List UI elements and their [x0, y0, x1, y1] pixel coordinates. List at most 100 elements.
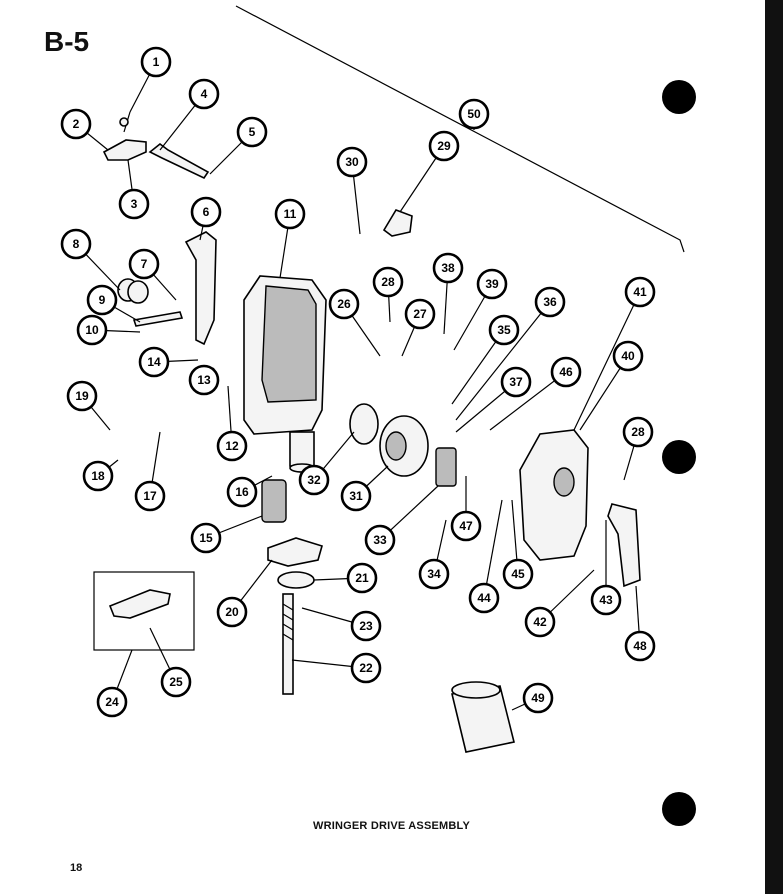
leader-line-41: [573, 291, 641, 431]
callout-24: 24: [96, 686, 128, 718]
callout-31: 31: [340, 480, 372, 512]
svg-text:32: 32: [307, 473, 321, 487]
svg-text:12: 12: [225, 439, 239, 453]
callout-28: 28: [622, 416, 654, 448]
assembly-group-line: [235, 5, 685, 253]
svg-text:28: 28: [631, 425, 645, 439]
part-8-bushing: [117, 278, 149, 304]
part-33-pinion: [435, 447, 457, 487]
callout-49: 49: [522, 682, 554, 714]
part-24-latch-inset: [93, 571, 195, 651]
svg-text:38: 38: [441, 261, 455, 275]
parts-layer: [93, 111, 641, 753]
frame-lines: [235, 5, 685, 253]
part-6-bracket: [184, 231, 217, 346]
svg-text:22: 22: [359, 661, 373, 675]
callout-21: 21: [346, 562, 378, 594]
callout-10: 10: [76, 314, 108, 346]
svg-text:26: 26: [337, 297, 351, 311]
callout-1: 1: [140, 46, 172, 78]
svg-text:16: 16: [235, 485, 249, 499]
part-20-plate: [267, 537, 323, 567]
svg-text:25: 25: [169, 675, 183, 689]
figure-caption: WRINGER DRIVE ASSEMBLY: [313, 820, 470, 832]
svg-text:44: 44: [477, 591, 491, 605]
part-11-gear-housing: [243, 275, 327, 473]
svg-text:13: 13: [197, 373, 211, 387]
part-31-gear: [379, 415, 429, 477]
callout-48: 48: [624, 630, 656, 662]
svg-text:15: 15: [199, 531, 213, 545]
svg-text:29: 29: [437, 139, 451, 153]
svg-text:21: 21: [355, 571, 369, 585]
punch-hole: [662, 80, 696, 114]
svg-text:36: 36: [543, 295, 557, 309]
svg-text:17: 17: [143, 489, 157, 503]
callout-32: 32: [298, 464, 330, 496]
page-id: B-5: [44, 26, 90, 57]
callout-3: 3: [118, 188, 150, 220]
svg-text:40: 40: [621, 349, 635, 363]
callout-34: 34: [418, 558, 450, 590]
callout-50: 50: [458, 98, 490, 130]
svg-text:23: 23: [359, 619, 373, 633]
callout-30: 30: [336, 146, 368, 178]
callout-41: 41: [624, 276, 656, 308]
svg-text:43: 43: [599, 593, 613, 607]
part-4-shaft: [148, 142, 210, 180]
callout-36: 36: [534, 286, 566, 318]
svg-text:47: 47: [459, 519, 473, 533]
svg-text:27: 27: [413, 307, 427, 321]
callout-2: 2: [60, 108, 92, 140]
callout-6: 6: [190, 196, 222, 228]
svg-text:8: 8: [73, 237, 80, 251]
part-22-drive-shaft: [282, 593, 294, 695]
svg-text:19: 19: [75, 389, 89, 403]
callout-45: 45: [502, 558, 534, 590]
parts-1-2-3-lever: [102, 111, 147, 161]
part-49-roll: [451, 681, 515, 753]
callout-27: 27: [404, 298, 436, 330]
svg-text:33: 33: [373, 533, 387, 547]
svg-text:7: 7: [141, 257, 148, 271]
svg-text:34: 34: [427, 567, 441, 581]
callout-37: 37: [500, 366, 532, 398]
svg-text:48: 48: [633, 639, 647, 653]
svg-text:28: 28: [381, 275, 395, 289]
svg-text:18: 18: [91, 469, 105, 483]
leader-line-46: [489, 371, 567, 431]
punch-hole: [662, 440, 696, 474]
punch-hole: [662, 792, 696, 826]
svg-text:24: 24: [105, 695, 119, 709]
callout-39: 39: [476, 268, 508, 300]
svg-text:30: 30: [345, 155, 359, 169]
callout-4: 4: [188, 78, 220, 110]
svg-text:39: 39: [485, 277, 499, 291]
part-32-washer: [349, 403, 379, 445]
svg-text:11: 11: [284, 207, 297, 221]
callout-47: 47: [450, 510, 482, 542]
callout-26: 26: [328, 288, 360, 320]
leader-line-44: [483, 499, 503, 599]
callout-46: 46: [550, 356, 582, 388]
svg-text:35: 35: [497, 323, 511, 337]
svg-text:37: 37: [509, 375, 523, 389]
leader-line-36: [455, 301, 551, 421]
svg-text:3: 3: [131, 197, 138, 211]
callout-12: 12: [216, 430, 248, 462]
part-29-spring: [382, 209, 413, 237]
callout-19: 19: [66, 380, 98, 412]
callout-29: 29: [428, 130, 460, 162]
callout-8: 8: [60, 228, 92, 260]
svg-text:5: 5: [249, 125, 256, 139]
callout-15: 15: [190, 522, 222, 554]
callout-16: 16: [226, 476, 258, 508]
page-number: 18: [70, 862, 83, 874]
callout-17: 17: [134, 480, 166, 512]
callout-22: 22: [350, 652, 382, 684]
callout-42: 42: [524, 606, 556, 638]
svg-text:20: 20: [225, 605, 239, 619]
part-48-handle: [607, 503, 641, 588]
